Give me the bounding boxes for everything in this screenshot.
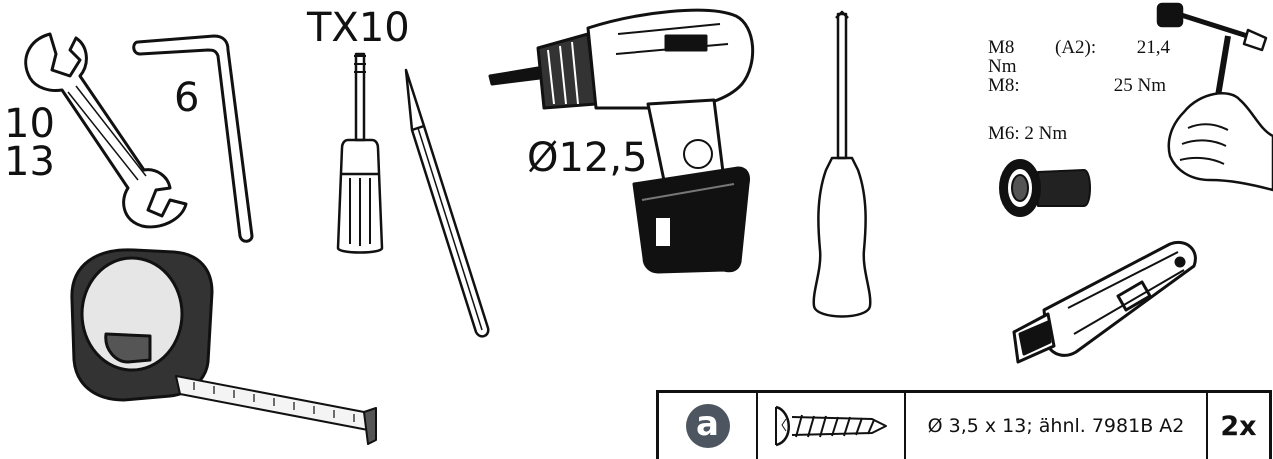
parts-table-description-cell: Ø 3,5 x 13; ähnl. 7981B A2 bbox=[906, 393, 1208, 459]
hex-key-icon bbox=[132, 34, 254, 243]
torx-screwdriver-icon bbox=[336, 52, 384, 254]
open-end-wrench-icon bbox=[24, 32, 188, 229]
torque-a2-label: (A2): bbox=[1055, 37, 1097, 58]
parts-table-id-cell: a bbox=[659, 393, 758, 459]
tape-measure-icon bbox=[70, 248, 377, 445]
rivet-nut-icon bbox=[999, 159, 1091, 217]
torque-m8-value: 25 Nm bbox=[1113, 75, 1166, 96]
wrench-size-10: 10 bbox=[4, 101, 55, 147]
wrench-size-13: 13 bbox=[4, 139, 55, 185]
parts-table-image-cell bbox=[758, 393, 906, 459]
torque-m8-a2-unit: Nm bbox=[988, 56, 1017, 77]
part-quantity: 2x bbox=[1220, 410, 1257, 442]
screwdriver-icon bbox=[812, 10, 872, 318]
torque-line-1: M8 (A2): 21,4 bbox=[988, 38, 1170, 57]
pencil-icon bbox=[404, 68, 490, 338]
screw-icon bbox=[775, 405, 887, 447]
part-description: Ø 3,5 x 13; ähnl. 7981B A2 bbox=[927, 415, 1185, 437]
drill-bit-size: Ø12,5 bbox=[527, 135, 648, 181]
part-id-badge: a bbox=[685, 404, 730, 448]
parts-table-quantity-cell: 2x bbox=[1208, 393, 1269, 459]
torque-m8-a2-value: 21,4 bbox=[1136, 37, 1170, 58]
utility-knife-icon bbox=[1012, 241, 1197, 364]
screwdriver-bit-label: TX10 bbox=[307, 5, 410, 51]
torque-wrench-icon bbox=[1156, 2, 1273, 192]
torque-line-2: M8: 25 Nm bbox=[988, 76, 1166, 95]
cordless-drill-icon bbox=[488, 8, 755, 274]
torque-m6: M6: 2 Nm bbox=[988, 123, 1068, 144]
parts-table: a Ø 3,5 x 13; ähnl. 7981B A2 2x bbox=[656, 390, 1272, 459]
torque-m8-a2-label: M8 bbox=[988, 37, 1015, 58]
torque-m8-label: M8: bbox=[988, 75, 1020, 96]
hex-key-size: 6 bbox=[174, 75, 200, 121]
